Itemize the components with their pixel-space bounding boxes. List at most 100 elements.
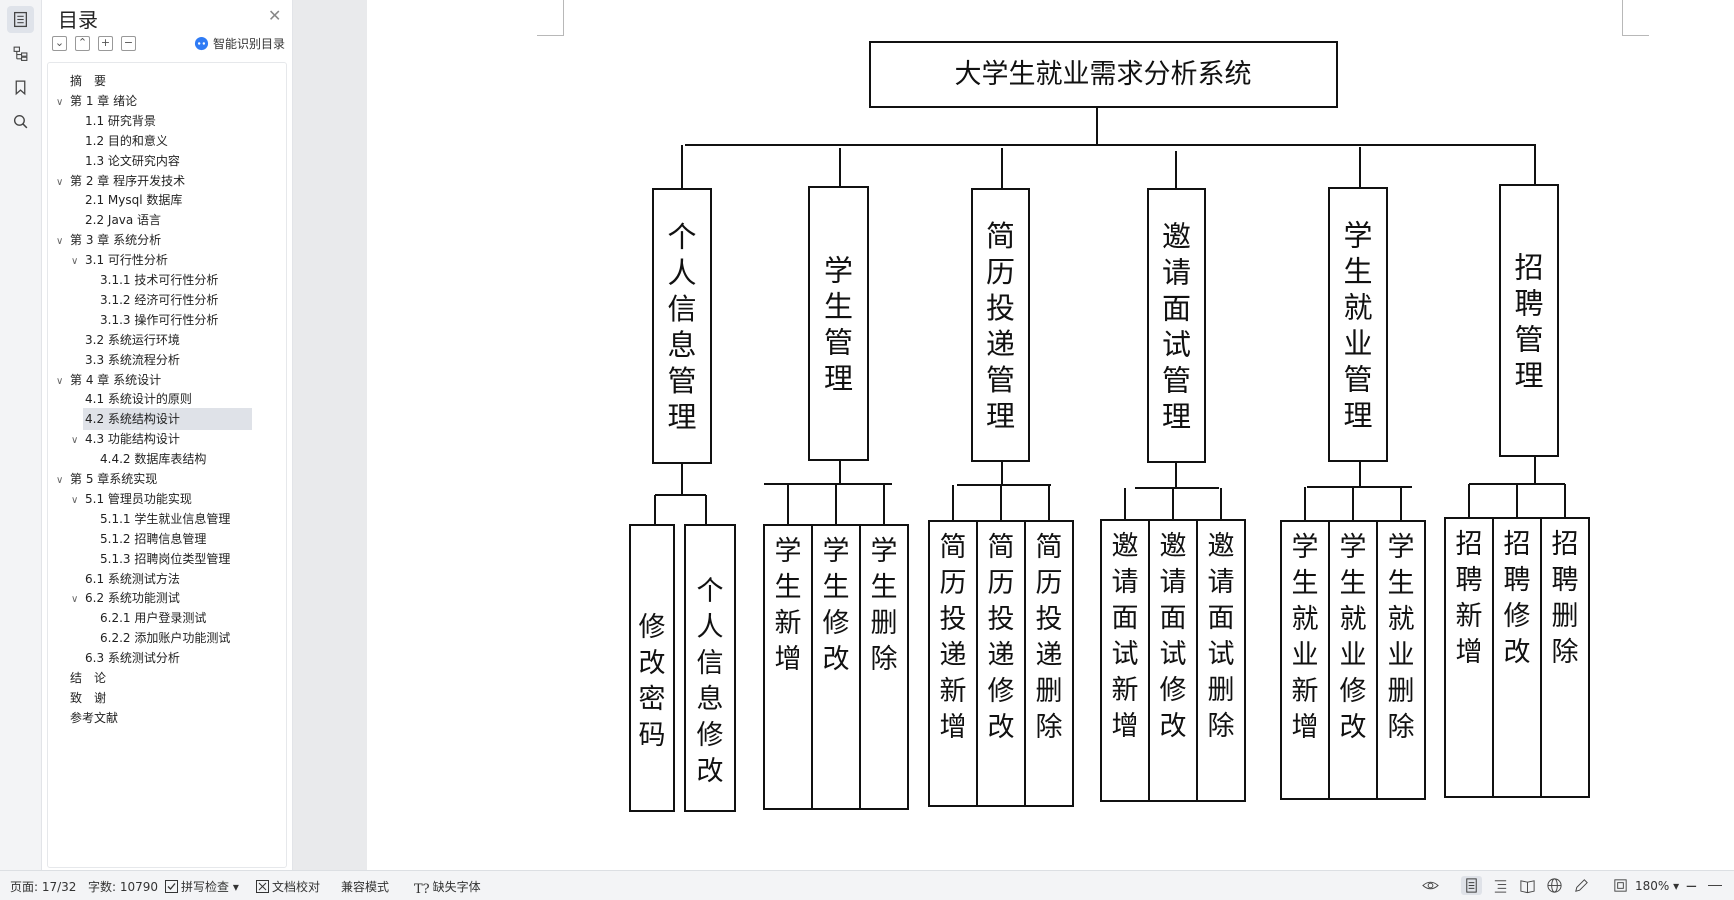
outline-tree-icon <box>13 46 28 61</box>
toc-item[interactable]: ∨第 4 章 系统设计 <box>56 369 278 391</box>
bookmark-button[interactable] <box>7 74 34 101</box>
root-label: 大学生就业需求分析系统 <box>955 59 1252 90</box>
remove-heading-icon[interactable]: − <box>121 36 136 51</box>
toc-item[interactable]: 1.2 目的和意义 <box>71 130 278 152</box>
chevron-down-icon[interactable]: ∨ <box>71 494 79 506</box>
reading-view-icon[interactable] <box>1519 877 1536 894</box>
missing-font-button[interactable]: T?缺失字体 <box>414 878 481 897</box>
toc-item[interactable]: ∨6.2 系统功能测试 <box>71 587 278 609</box>
toc-item[interactable]: ∨第 3 章 系统分析 <box>56 229 278 251</box>
toc-item[interactable]: 2.1 Mysql 数据库 <box>71 189 278 211</box>
zoom-slider[interactable] <box>1707 885 1722 886</box>
document-proofread-button[interactable]: 文档校对 <box>256 878 320 895</box>
toc-item[interactable]: ∨第 2 章 程序开发技术 <box>56 170 278 192</box>
toc-item[interactable]: ∨ 5.1 管理员功能实现 <box>71 488 278 510</box>
zoom-out-button[interactable]: − <box>1685 876 1698 895</box>
toc-item[interactable]: 6.2.2 添加账户功能测试 <box>86 627 278 649</box>
compat-mode-label: 兼容模式 <box>341 880 390 894</box>
proofread-label: 文档校对 <box>272 880 321 894</box>
submodule-label: 邀请面试新增 <box>1112 531 1139 742</box>
toc-item[interactable]: 3.1.3 操作可行性分析 <box>86 309 278 331</box>
status-bar: 页面: 17/32 字数: 10790 拼写检查 ▾ 文档校对 兼容模式 T?缺… <box>0 870 1734 900</box>
spell-check-label: 拼写检查 <box>181 880 230 894</box>
eye-protection-icon[interactable] <box>1422 877 1439 894</box>
toc-item[interactable]: 结 论 <box>56 667 278 689</box>
module-box <box>971 188 1030 462</box>
page-view-icon <box>1466 878 1477 893</box>
collapse-all-icon[interactable]: ⌃ <box>75 36 90 51</box>
toc-item[interactable]: 1.3 论文研究内容 <box>71 150 278 172</box>
toc-item[interactable]: 致 谢 <box>56 687 278 709</box>
module-label: 简历投递管理 <box>986 219 1015 433</box>
toc-item[interactable]: 1.1 研究背景 <box>71 110 278 132</box>
toc-item[interactable]: 4.4.2 数据库表结构 <box>86 448 278 470</box>
toc-item[interactable]: 4.2 系统结构设计 <box>83 408 252 431</box>
structure-diagram: 大学生就业需求分析系统个人信息管理修改密码个人信息修改学生管理学生新增学生修改学… <box>629 41 1590 812</box>
chevron-down-icon[interactable]: ∨ <box>71 256 79 268</box>
left-icon-rail <box>0 0 42 870</box>
spell-check-button[interactable]: 拼写检查 ▾ <box>165 878 239 895</box>
toc-item[interactable]: ∨第 1 章 绪论 <box>56 90 278 112</box>
toc-item-label: 5.1 管理员功能实现 <box>85 491 192 506</box>
search-icon <box>13 114 28 129</box>
proofread-icon <box>256 880 269 893</box>
chevron-down-icon[interactable]: ∨ <box>56 375 64 387</box>
toc-item[interactable]: 6.1 系统测试方法 <box>71 568 278 590</box>
web-view-icon[interactable] <box>1546 877 1563 894</box>
toc-item[interactable]: 6.2.1 用户登录测试 <box>86 607 278 629</box>
pen-annotate-icon[interactable] <box>1573 877 1590 894</box>
chevron-down-icon[interactable]: ∨ <box>71 435 79 447</box>
toc-item[interactable]: 参考文献 <box>56 707 278 729</box>
toc-item-label: 6.1 系统测试方法 <box>85 571 180 586</box>
chevron-down-icon[interactable]: ∨ <box>71 594 79 606</box>
submodule-label: 修改密码 <box>639 612 666 751</box>
chevron-down-icon[interactable]: ∨ <box>56 475 64 486</box>
zoom-level[interactable]: 180% ▾ <box>1635 878 1680 893</box>
toc-panel-button[interactable] <box>7 6 34 33</box>
toc-item-label: 1.3 论文研究内容 <box>85 153 180 168</box>
submodule-box <box>1328 520 1378 800</box>
page-indicator[interactable]: 页面: 17/32 <box>10 880 77 894</box>
chevron-down-icon[interactable]: ∨ <box>56 176 64 188</box>
submodule-label: 学生删除 <box>871 536 898 675</box>
submodule-label: 学生就业删除 <box>1388 532 1415 743</box>
toc-item-label: 参考文献 <box>70 710 119 725</box>
toc-item[interactable]: ∨第 5 章系统实现 <box>56 468 278 490</box>
toc-item[interactable]: 摘 要 <box>56 70 278 92</box>
submodule-label: 招聘新增 <box>1456 529 1483 668</box>
module-box <box>652 188 712 464</box>
font-question-icon: T? <box>414 882 430 897</box>
add-heading-icon[interactable]: + <box>98 36 113 51</box>
outline-view-icon[interactable] <box>1492 877 1509 894</box>
fit-page-icon[interactable] <box>1612 877 1629 894</box>
toc-item[interactable]: 2.2 Java 语言 <box>71 209 278 231</box>
submodule-box <box>629 524 675 812</box>
toc-title: 目录 <box>58 8 98 32</box>
toc-item[interactable]: 5.1.1 学生就业信息管理 <box>86 508 278 530</box>
navigation-pane-button[interactable] <box>7 40 34 67</box>
module-label: 学生管理 <box>824 254 853 396</box>
module-label: 学生就业管理 <box>1343 219 1372 433</box>
smart-toc-button[interactable]: 智能识别目录 <box>194 35 285 52</box>
submodule-label: 邀请面试修改 <box>1160 531 1187 742</box>
toc-item[interactable]: 3.3 系统流程分析 <box>71 349 278 371</box>
toc-item[interactable]: ∨3.1 可行性分析 <box>71 249 278 271</box>
toc-item[interactable]: 3.2 系统运行环境 <box>71 329 278 351</box>
toc-item[interactable]: ∨4.3 功能结构设计 <box>71 428 278 450</box>
toc-item[interactable]: 4.1 系统设计的原则 <box>71 388 278 410</box>
close-icon[interactable]: ✕ <box>268 6 282 25</box>
word-count[interactable]: 字数: 10790 <box>88 880 159 894</box>
toc-item[interactable]: 5.1.3 招聘岗位类型管理 <box>86 548 278 570</box>
module-label: 个人信息管理 <box>667 220 696 434</box>
toc-item[interactable]: 3.1.1 技术可行性分析 <box>86 269 278 291</box>
toc-item[interactable]: 3.1.2 经济可行性分析 <box>86 289 278 311</box>
toc-item-label: 1.2 目的和意义 <box>85 133 168 148</box>
chevron-down-icon[interactable]: ∨ <box>56 96 64 108</box>
search-button[interactable] <box>7 108 34 135</box>
toc-item[interactable]: 5.1.2 招聘信息管理 <box>86 528 278 550</box>
page-view-button[interactable] <box>1461 876 1482 895</box>
submodule-box <box>1148 519 1198 802</box>
expand-all-icon[interactable]: ⌄ <box>52 36 67 51</box>
chevron-down-icon[interactable]: ∨ <box>56 236 64 248</box>
toc-item[interactable]: 6.3 系统测试分析 <box>71 647 278 669</box>
